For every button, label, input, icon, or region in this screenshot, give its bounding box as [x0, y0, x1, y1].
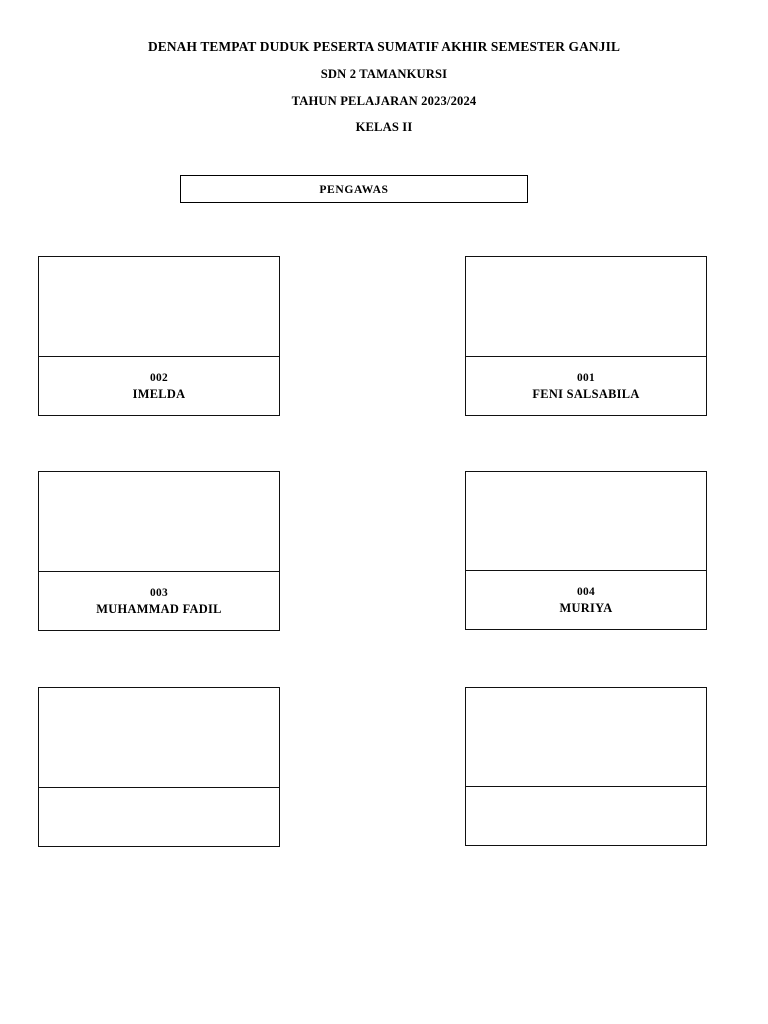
seat-box[interactable]: 003 MUHAMMAD FADIL [38, 471, 280, 631]
seat-label-area: 001 FENI SALSABILA [466, 357, 706, 415]
seat-label-area: 003 MUHAMMAD FADIL [39, 572, 279, 630]
seat-label-area [39, 788, 279, 846]
class-name: KELAS II [355, 120, 413, 135]
seat-desk-area [466, 257, 706, 357]
academic-year: TAHUN PELAJARAN 2023/2024 [291, 93, 477, 108]
seat-student-name: IMELDA [132, 387, 186, 401]
seat-label-area [466, 787, 706, 845]
seat-student-name: FENI SALSABILA [532, 387, 640, 401]
seat-label-area: 004 MURIYA [466, 571, 706, 629]
school-name: SDN 2 TAMANKURSI [320, 66, 448, 81]
seat-desk-area [39, 257, 279, 357]
seat-label-area: 002 IMELDA [39, 357, 279, 415]
proctor-box: PENGAWAS [180, 175, 528, 203]
seat-box[interactable]: 002 IMELDA [38, 256, 280, 416]
seat-student-name: MUHAMMAD FADIL [96, 602, 222, 616]
seat-box[interactable]: 004 MURIYA [465, 471, 707, 630]
seat-desk-area [466, 472, 706, 571]
seat-desk-area [39, 472, 279, 572]
page-title: DENAH TEMPAT DUDUK PESERTA SUMATIF AKHIR… [147, 39, 621, 54]
seat-box[interactable]: 001 FENI SALSABILA [465, 256, 707, 416]
seat-number: 002 [150, 372, 168, 384]
seat-desk-area [466, 688, 706, 787]
seat-desk-area [39, 688, 279, 788]
proctor-box-label: PENGAWAS [319, 182, 389, 196]
seat-number: 001 [577, 372, 595, 384]
seat-box[interactable] [38, 687, 280, 847]
seat-box[interactable] [465, 687, 707, 846]
document-title-block: DENAH TEMPAT DUDUK PESERTA SUMATIF AKHIR… [0, 34, 768, 141]
seat-number: 003 [150, 587, 168, 599]
seat-number: 004 [577, 586, 595, 598]
seat-student-name: MURIYA [559, 601, 613, 615]
